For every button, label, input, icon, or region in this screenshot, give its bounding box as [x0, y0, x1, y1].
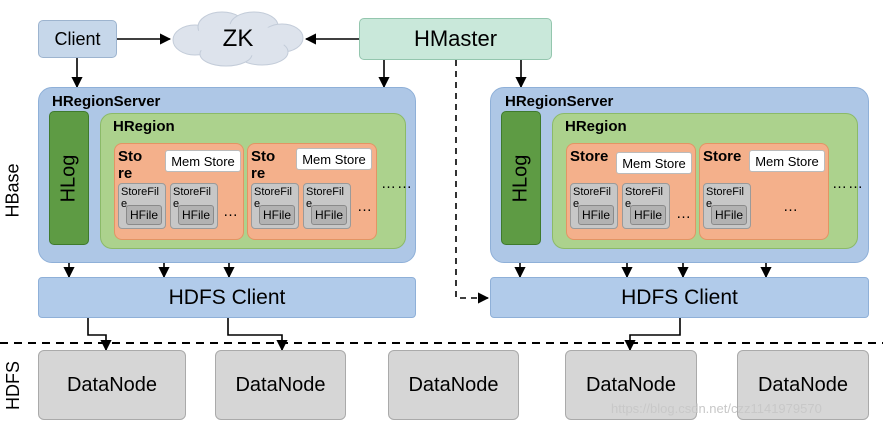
store-right-1-title: Store: [570, 148, 609, 165]
client-box: Client: [38, 20, 117, 58]
hfile-left-1b: HFile: [178, 205, 214, 225]
hbase-side-label: HBase: [2, 162, 23, 218]
datanode-3: DataNode: [388, 350, 519, 420]
hdfs-side-label-wrap: HDFS: [0, 355, 26, 415]
zk-node: ZK: [198, 24, 278, 54]
ellipsis-right-2: …: [783, 198, 799, 215]
hlog-left-label: HLog: [57, 154, 80, 202]
hfile-left-2b-label: HFile: [314, 208, 343, 222]
hfile-left-2a-label: HFile: [262, 208, 291, 222]
ellipsis-right-1: …: [676, 205, 692, 222]
memstore-left-1-label: Mem Store: [171, 153, 235, 169]
hfile-right-2a-label: HFile: [714, 208, 743, 222]
arrow-hdfs2-dn4: [624, 318, 681, 352]
memstore-right-1: Mem Store: [616, 152, 692, 174]
client-label: Client: [54, 28, 101, 49]
hfile-right-1a-label: HFile: [581, 208, 610, 222]
hfile-left-2a: HFile: [259, 205, 295, 225]
storefile-right-1a-label: StoreFile: [573, 186, 611, 210]
hdfs-client-left-label: HDFS Client: [168, 285, 286, 309]
hfile-right-2a: HFile: [711, 205, 747, 225]
datanode-4-label: DataNode: [585, 373, 677, 396]
datanode-2: DataNode: [215, 350, 346, 420]
ellipsis-left-2: …: [357, 198, 373, 215]
memstore-right-1-label: Mem Store: [622, 155, 686, 171]
hfile-left-1a: HFile: [126, 205, 162, 225]
arrow-hdfs1-dn1: [87, 318, 112, 352]
hfile-right-1a: HFile: [578, 205, 614, 225]
hdfs-client-right: HDFS Client: [490, 277, 869, 318]
hdfs-client-right-label: HDFS Client: [621, 285, 738, 309]
hmaster-label: HMaster: [413, 26, 498, 51]
storefile-left-2a-label: StoreFile: [254, 186, 292, 210]
arrow-hmaster-hdfsclient2: [455, 60, 490, 304]
datanode-4: DataNode: [565, 350, 697, 420]
hregionserver-left-title: HRegionServer: [52, 93, 161, 110]
hfile-right-1b: HFile: [630, 205, 666, 225]
store-left-2-title: Store: [251, 148, 276, 182]
storefile-right-1b-label: StoreFile: [625, 186, 663, 210]
hlog-right: HLog: [501, 111, 541, 245]
memstore-right-2-label: Mem Store: [755, 153, 819, 169]
storefile-left-1a-label: StoreFile: [121, 186, 159, 210]
arrow-hdfs1-dn2: [227, 318, 288, 352]
hdfs-side-label: HDFS: [2, 360, 23, 410]
memstore-left-2-label: Mem Store: [302, 151, 366, 167]
zk-label: ZK: [222, 25, 254, 52]
store-right-2-title: Store: [703, 148, 742, 165]
hfile-left-1a-label: HFile: [129, 208, 158, 222]
datanode-1-label: DataNode: [66, 373, 158, 396]
ellipsis-left-region: ……: [381, 175, 413, 192]
hbase-side-label-wrap: HBase: [0, 160, 26, 220]
hlog-left: HLog: [49, 111, 89, 245]
watermark-text: https://blog.csdn.net/czz1141979570: [611, 401, 822, 416]
datanode-3-label: DataNode: [408, 373, 499, 396]
storefile-left-2b-label: StoreFile: [306, 186, 344, 210]
datanode-2-label: DataNode: [235, 373, 326, 396]
hregion-right-title: HRegion: [565, 118, 627, 135]
hfile-left-2b: HFile: [311, 205, 347, 225]
hfile-left-1b-label: HFile: [181, 208, 210, 222]
hdfs-client-left: HDFS Client: [38, 277, 416, 318]
datanode-1: DataNode: [38, 350, 186, 420]
hlog-right-label: HLog: [509, 154, 532, 202]
hfile-right-1b-label: HFile: [633, 208, 662, 222]
store-left-1-title: Store: [118, 148, 143, 182]
memstore-left-2: Mem Store: [296, 148, 372, 170]
hregion-left-title: HRegion: [113, 118, 175, 135]
ellipsis-left-1: …: [223, 203, 239, 220]
hmaster-box: HMaster: [359, 18, 552, 60]
memstore-right-2: Mem Store: [749, 150, 825, 172]
storefile-left-1b-label: StoreFile: [173, 186, 211, 210]
ellipsis-right-region: ……: [832, 175, 864, 192]
storefile-right-2a-label: StoreFile: [706, 186, 744, 210]
datanode-5: DataNode: [737, 350, 869, 420]
hregionserver-right-title: HRegionServer: [505, 93, 614, 110]
memstore-left-1: Mem Store: [165, 150, 241, 172]
datanode-5-label: DataNode: [757, 373, 849, 396]
